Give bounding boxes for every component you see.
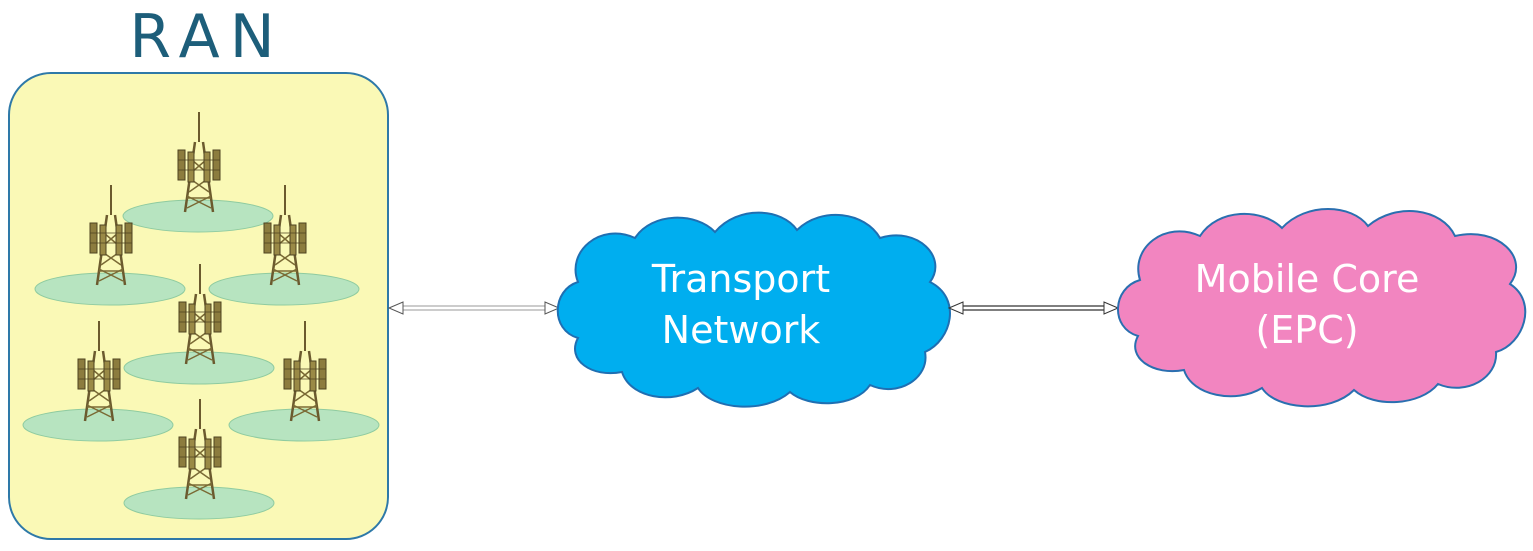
transport-label-line2: Network bbox=[662, 308, 821, 352]
coverage-area-upper-right bbox=[208, 272, 360, 306]
arrowhead-left-icon bbox=[947, 301, 964, 315]
coverage-area-upper-left bbox=[34, 272, 186, 306]
core-label-line1: Mobile Core bbox=[1195, 257, 1420, 301]
arrowhead-left-icon bbox=[387, 301, 404, 315]
coverage-area-lower-right bbox=[228, 408, 380, 442]
core-label-line2: (EPC) bbox=[1255, 308, 1358, 352]
arrowhead-right-icon bbox=[1103, 301, 1120, 315]
coverage-area-top bbox=[122, 199, 274, 233]
mobile-core-cloud: Mobile Core (EPC) bbox=[1117, 208, 1527, 408]
ran-panel bbox=[8, 72, 389, 540]
ran-title: RAN bbox=[129, 2, 284, 72]
coverage-area-lower-left bbox=[22, 408, 174, 442]
transport-network-cloud: Transport Network bbox=[556, 211, 951, 408]
link-transport-core bbox=[947, 301, 1120, 315]
transport-label-line1: Transport bbox=[651, 257, 830, 301]
link-ran-transport bbox=[387, 301, 561, 315]
coverage-area-bottom bbox=[123, 486, 275, 520]
coverage-areas bbox=[22, 199, 380, 520]
coverage-area-middle bbox=[123, 351, 275, 385]
arrowhead-right-icon bbox=[544, 301, 561, 315]
